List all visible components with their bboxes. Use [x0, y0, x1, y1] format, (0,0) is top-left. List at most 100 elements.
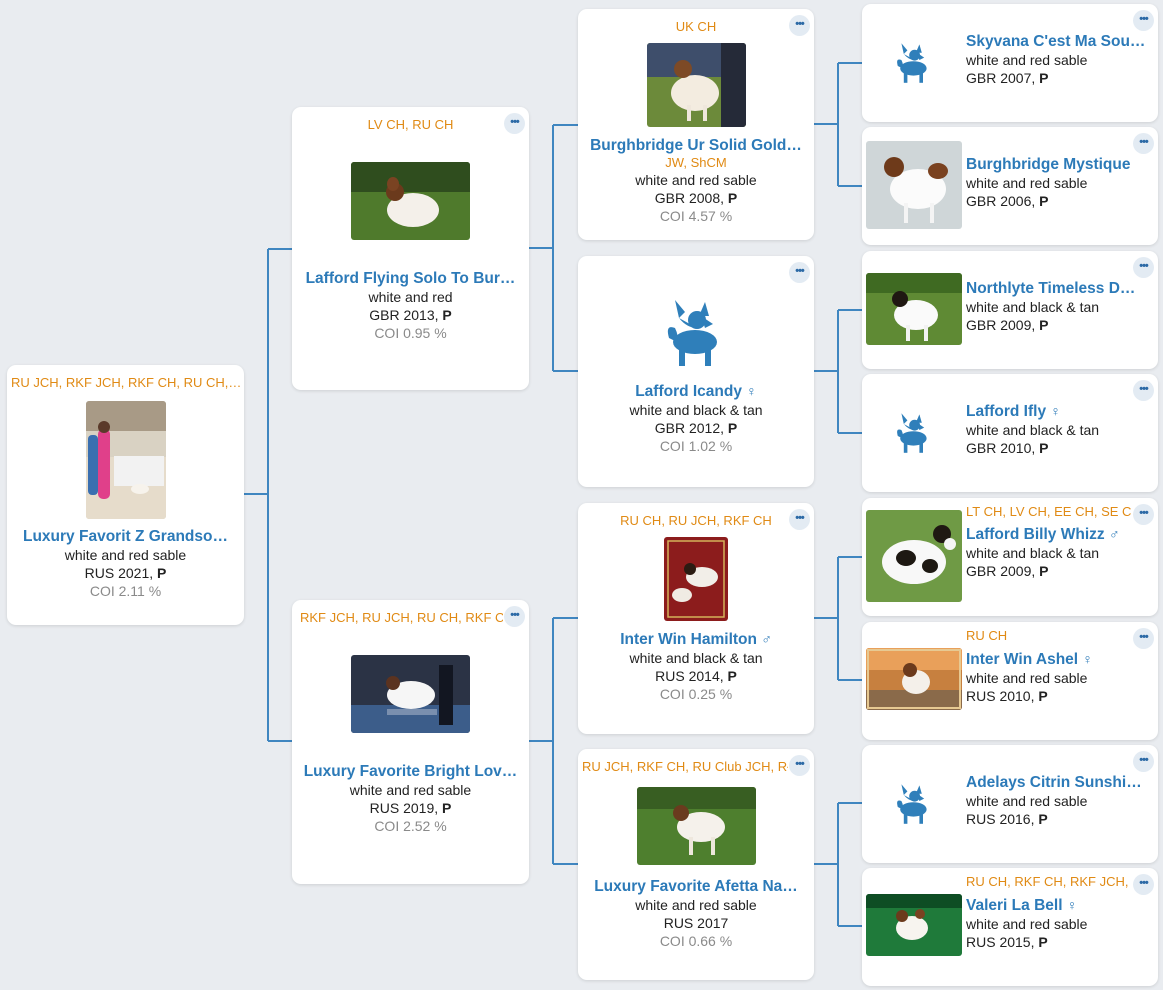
more-options-icon[interactable]: •••: [1133, 10, 1154, 31]
dog-photo[interactable]: [85, 401, 166, 519]
dog-country-year: RUS 2017: [663, 915, 729, 931]
dog-name-link[interactable]: Luxury Favorit Z Grandso…: [23, 528, 228, 545]
dog-name-link[interactable]: Burghbridge Mystique: [966, 156, 1131, 173]
male-icon: ♂: [761, 631, 772, 647]
dog-name-link[interactable]: Lafford Ifly ♀: [966, 403, 1061, 420]
dog-name-link[interactable]: Luxury Favorite Afetta Na…: [594, 878, 798, 895]
dog-titles: RU CH: [966, 628, 1008, 643]
dog-color: white and black & tan: [966, 422, 1100, 438]
dog-color: white and red sable: [635, 897, 757, 913]
more-options-icon[interactable]: •••: [1133, 504, 1154, 525]
dog-card-ggp-1[interactable]: ••• Skyvana C'est Ma Sou… white and red …: [862, 4, 1158, 122]
male-icon: ♂: [1108, 526, 1120, 542]
more-options-icon[interactable]: •••: [1133, 751, 1154, 772]
dog-color: white and black & tan: [966, 545, 1100, 561]
papillon-silhouette-icon: [866, 19, 962, 107]
dog-name-link[interactable]: Valeri La Bell ♀: [966, 897, 1078, 914]
dog-color: white and red sable: [966, 670, 1088, 686]
dog-country-year: GBR 2013, P: [369, 307, 452, 323]
more-options-icon[interactable]: •••: [1133, 874, 1154, 895]
dog-photo[interactable]: [646, 43, 746, 127]
dog-name-link[interactable]: Adelays Citrin Sunshi…: [966, 774, 1142, 791]
dog-color: white and red sable: [966, 52, 1088, 68]
dog-country-year: GBR 2009, P: [966, 317, 1049, 333]
dog-name-link[interactable]: Lafford Icandy ♀: [635, 383, 757, 400]
more-options-icon[interactable]: •••: [789, 15, 810, 36]
dog-country-year: GBR 2010, P: [966, 440, 1049, 456]
dog-color: white and red sable: [349, 782, 472, 798]
dog-card-dam[interactable]: RKF JCH, RU JCH, RU CH, RKF C ••• Luxury…: [292, 600, 529, 884]
dog-card-sire-dam[interactable]: ••• Lafford Icandy ♀ white and black & t…: [578, 256, 814, 487]
dog-country-year: RUS 2021, P: [84, 565, 167, 581]
dog-country-year: GBR 2006, P: [966, 193, 1049, 209]
dog-country-year: GBR 2008, P: [654, 190, 738, 206]
dog-titles: RU CH, RU JCH, RKF CH: [620, 513, 772, 528]
dog-photo[interactable]: [866, 894, 962, 956]
dog-coi: COI 0.66 %: [659, 933, 733, 949]
dog-card-sire[interactable]: LV CH, RU CH ••• Lafford Flying Solo To …: [292, 107, 529, 390]
dog-photo[interactable]: [866, 648, 962, 710]
dog-card-ggp-8[interactable]: RU CH, RKF CH, RKF JCH, I ••• Valeri La …: [862, 868, 1158, 986]
dog-coi: COI 0.95 %: [374, 325, 447, 341]
female-icon: ♀: [1050, 403, 1061, 419]
more-options-icon[interactable]: •••: [1133, 628, 1154, 649]
more-options-icon[interactable]: •••: [504, 113, 525, 134]
dog-photo[interactable]: [866, 141, 962, 229]
female-icon: ♀: [1082, 651, 1093, 667]
dog-name-link[interactable]: Inter Win Ashel ♀: [966, 651, 1093, 668]
dog-titles: RU JCH, RKF CH, RU Club JCH, Rł: [582, 759, 788, 774]
dog-name-link[interactable]: Northlyte Timeless D…: [966, 280, 1136, 297]
dog-name-link[interactable]: Burghbridge Ur Solid Gold…: [590, 137, 802, 154]
dog-subtitles: JW, ShCM: [665, 155, 727, 170]
dog-color: white and red sable: [966, 916, 1088, 932]
dog-country-year: GBR 2007, P: [966, 70, 1049, 86]
female-icon: ♀: [1066, 897, 1078, 913]
dog-color: white and black & tan: [966, 299, 1100, 315]
dog-card-ggp-6[interactable]: RU CH ••• Inter Win Ashel ♀ white and re…: [862, 622, 1158, 740]
dog-titles: RKF JCH, RU JCH, RU CH, RKF C: [300, 610, 503, 625]
dog-card-dam-sire[interactable]: RU CH, RU JCH, RKF CH ••• Inter Win Hami…: [578, 503, 814, 734]
dog-name-link[interactable]: Lafford Flying Solo To Bur…: [305, 270, 516, 287]
more-options-icon[interactable]: •••: [789, 262, 810, 283]
dog-card-ggp-3[interactable]: ••• Northlyte Timeless D… white and blac…: [862, 251, 1158, 369]
dog-card-ggp-5[interactable]: LT CH, LV CH, EE CH, SE C ••• Lafford Bi…: [862, 498, 1158, 616]
dog-name-link[interactable]: Skyvana C'est Ma Sou…: [966, 33, 1146, 50]
more-options-icon[interactable]: •••: [789, 755, 810, 776]
more-options-icon[interactable]: •••: [504, 606, 525, 627]
more-options-icon[interactable]: •••: [1133, 380, 1154, 401]
dog-photo[interactable]: [664, 537, 728, 621]
dog-coi: COI 4.57 %: [659, 208, 733, 224]
dog-card-ggp-7[interactable]: ••• Adelays Citrin Sunshi… white and red…: [862, 745, 1158, 863]
dog-country-year: RUS 2010, P: [966, 688, 1048, 704]
dog-card-subject[interactable]: RU JCH, RKF JCH, RKF CH, RU CH,… Luxury …: [7, 365, 244, 625]
dog-color: white and red sable: [966, 793, 1088, 809]
dog-card-ggp-4[interactable]: ••• Lafford Ifly ♀ white and black & tan…: [862, 374, 1158, 492]
dog-photo[interactable]: [866, 273, 962, 345]
dog-name-link[interactable]: Lafford Billy Whizz ♂: [966, 526, 1120, 543]
dog-card-ggp-2[interactable]: ••• Burghbridge Mystique white and red s…: [862, 127, 1158, 245]
dog-country-year: GBR 2012, P: [654, 420, 738, 436]
dog-coi: COI 0.25 %: [659, 686, 733, 702]
dog-photo[interactable]: [351, 655, 470, 733]
dog-name-link[interactable]: Luxury Favorite Bright Lov…: [303, 763, 518, 780]
dog-color: white and red: [368, 289, 453, 305]
more-options-icon[interactable]: •••: [1133, 133, 1154, 154]
dog-coi: COI 2.52 %: [374, 818, 447, 834]
dog-country-year: RUS 2019, P: [369, 800, 452, 816]
papillon-silhouette-icon: [866, 389, 962, 477]
dog-photo[interactable]: [866, 510, 962, 602]
more-options-icon[interactable]: •••: [1133, 257, 1154, 278]
dog-photo[interactable]: [636, 787, 756, 865]
dog-coi: COI 2.11 %: [89, 583, 162, 599]
dog-card-dam-dam[interactable]: RU JCH, RKF CH, RU Club JCH, Rł ••• Luxu…: [578, 749, 814, 980]
dog-name-link[interactable]: Inter Win Hamilton ♂: [620, 631, 772, 648]
more-options-icon[interactable]: •••: [789, 509, 810, 530]
dog-color: white and red sable: [64, 547, 187, 563]
dog-photo[interactable]: [351, 162, 470, 240]
dog-country-year: RUS 2014, P: [655, 668, 737, 684]
papillon-silhouette-icon: [667, 300, 717, 366]
dog-country-year: RUS 2016, P: [966, 811, 1048, 827]
dog-coi: COI 1.02 %: [659, 438, 733, 454]
dog-color: white and black & tan: [629, 650, 763, 666]
dog-card-sire-sire[interactable]: UK CH ••• Burghbridge Ur Solid Gold… JW,…: [578, 9, 814, 240]
